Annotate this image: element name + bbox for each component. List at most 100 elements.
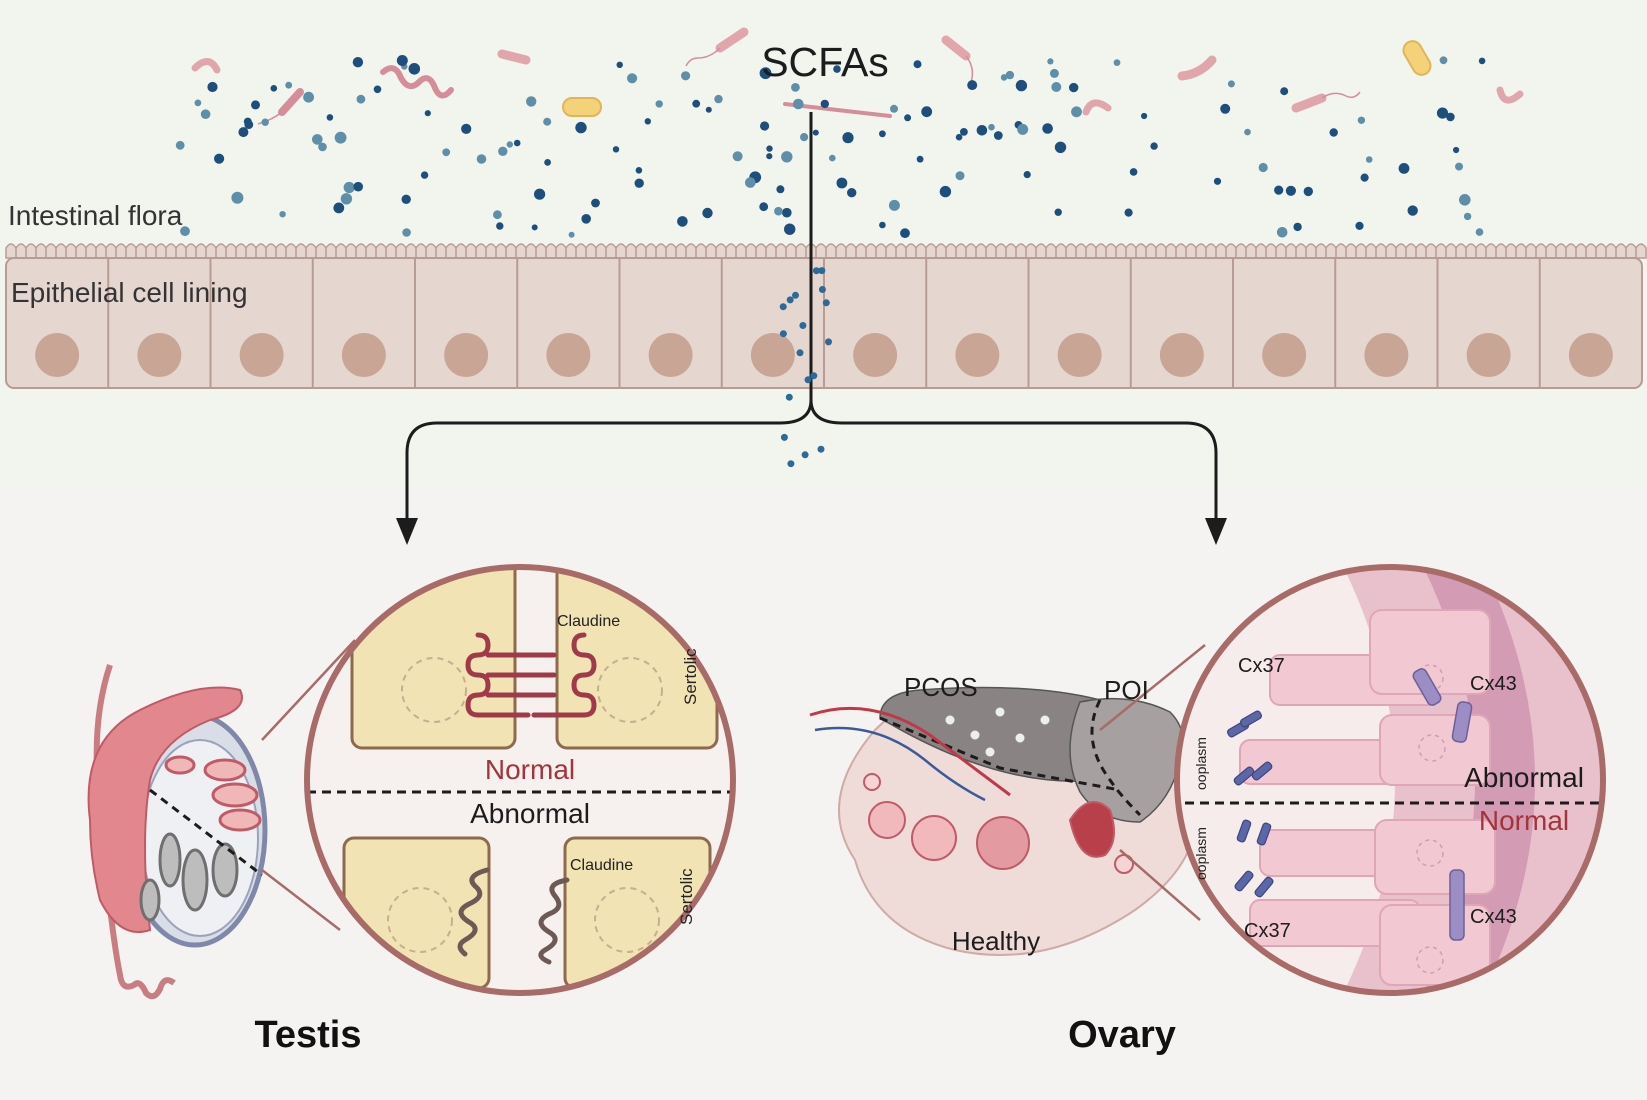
cell-nucleus — [853, 333, 898, 377]
scfa-dot — [1329, 128, 1338, 137]
scfa-dot — [1051, 82, 1062, 92]
granulosa-cells-bottom — [1249, 819, 1496, 986]
cx43-label-bottom: Cx43 — [1470, 906, 1517, 928]
scfa-dot — [988, 123, 995, 131]
ooplasm-label-bottom: ooplasm — [1193, 827, 1209, 880]
scfa-dot — [635, 167, 643, 174]
scfa-dot — [1398, 163, 1410, 174]
epithelial-lining — [5, 243, 1647, 389]
scfa-dot — [1054, 141, 1067, 153]
scfa-dot — [506, 141, 513, 148]
cell-nucleus — [35, 333, 80, 377]
scfa-dot — [847, 188, 857, 198]
scfa-dot — [786, 296, 794, 304]
scfa-dot — [420, 171, 429, 179]
scfa-dot — [243, 117, 252, 126]
pcos-label: PCOS — [904, 672, 978, 702]
scfa-dot — [1365, 156, 1373, 163]
scfa-dot — [616, 61, 623, 68]
scfa-dot — [1042, 123, 1053, 134]
scfa-dot — [1455, 162, 1463, 171]
scfa-dot — [612, 146, 620, 153]
scfa-dot — [591, 198, 600, 208]
scfa-dot — [581, 214, 591, 224]
cell-nucleus — [1568, 333, 1613, 377]
cell-nucleus — [239, 333, 284, 377]
bacteria-group — [191, 27, 1524, 125]
cell-nucleus — [341, 333, 386, 377]
epithelial-cells — [35, 258, 1613, 388]
scfa-dot — [401, 194, 411, 204]
scfa-dot — [960, 127, 968, 136]
scfa-dot — [1285, 185, 1296, 196]
scfa-dot — [900, 228, 910, 239]
scfa-dot — [820, 99, 829, 109]
bacterium-yellow — [562, 97, 602, 117]
gut-background — [0, 0, 1647, 485]
scfa-dot — [575, 121, 587, 134]
scfa-dot — [531, 224, 538, 231]
epithelium-label: Epithelial cell lining — [11, 277, 248, 308]
scfa-dot — [779, 303, 787, 311]
scfa-dot — [356, 94, 366, 104]
claudine-label-top: Claudine — [557, 613, 620, 630]
scfa-dot — [627, 73, 638, 84]
scfa-dot — [705, 106, 712, 113]
scfa-dot — [1357, 116, 1366, 125]
zoom-connector-bottom — [261, 869, 341, 931]
scfa-dot — [1478, 57, 1486, 65]
scfa-dot — [1360, 173, 1369, 182]
scfa-dot — [270, 85, 278, 92]
seminiferous-tubules-normal — [164, 755, 262, 832]
bacterium-rod — [941, 35, 971, 61]
scfa-dot — [766, 145, 773, 152]
scfa-dot — [812, 267, 820, 275]
cx43-label-top: Cx43 — [1470, 673, 1517, 695]
ooplasm-label-top: ooplasm — [1193, 737, 1209, 790]
poi-region — [1069, 697, 1185, 823]
bacterium-flagellum — [1321, 91, 1361, 99]
scfa-dot — [424, 110, 431, 117]
bacterium-spiral — [380, 65, 454, 99]
scfa-dot — [760, 121, 770, 131]
scfa-dot — [1054, 208, 1062, 216]
cell-nucleus — [955, 333, 1000, 377]
scfa-dot — [732, 151, 743, 162]
scfa-dot — [879, 221, 886, 229]
scfa-dot — [804, 376, 812, 384]
cell-nucleus — [750, 333, 795, 377]
scfa-dot — [340, 193, 353, 205]
flora-label: Intestinal flora — [8, 200, 183, 231]
bacterium-yellow — [1402, 40, 1432, 76]
cx37-normal — [1226, 710, 1274, 898]
bacterium-curved — [1177, 55, 1217, 81]
testis-anatomy — [87, 664, 268, 1000]
granulosa-cells-top — [1239, 609, 1491, 786]
scfa-dot — [231, 191, 244, 204]
scfa-dot — [1023, 171, 1031, 179]
scfa-dot — [879, 130, 886, 138]
scfa-dot — [836, 177, 848, 189]
scfa-dot — [776, 185, 785, 194]
scfa-dot — [534, 188, 546, 200]
scfa-dot — [261, 118, 269, 126]
scfa-dot — [493, 210, 502, 220]
scfa-dot — [955, 133, 963, 141]
scfa-dot — [921, 106, 933, 118]
scfa-dot — [1069, 82, 1079, 93]
scfa-dot — [784, 223, 796, 235]
cell-nucleus — [1262, 333, 1307, 377]
scfa-dot — [200, 109, 211, 119]
scfa-dot — [568, 231, 575, 238]
scfa-dot — [343, 181, 355, 194]
scfa-dot — [796, 349, 804, 357]
scfa-dot — [787, 460, 795, 468]
claudine-label-bottom: Claudine — [570, 857, 633, 874]
scfa-dot — [967, 80, 978, 91]
title-scfas: SCFAs — [761, 39, 889, 85]
scfa-dot — [513, 139, 521, 147]
cell-nucleus — [444, 333, 489, 377]
bacterium-curved — [1082, 99, 1112, 116]
scfa-dot — [1124, 208, 1133, 217]
scfa-dot — [214, 153, 225, 164]
